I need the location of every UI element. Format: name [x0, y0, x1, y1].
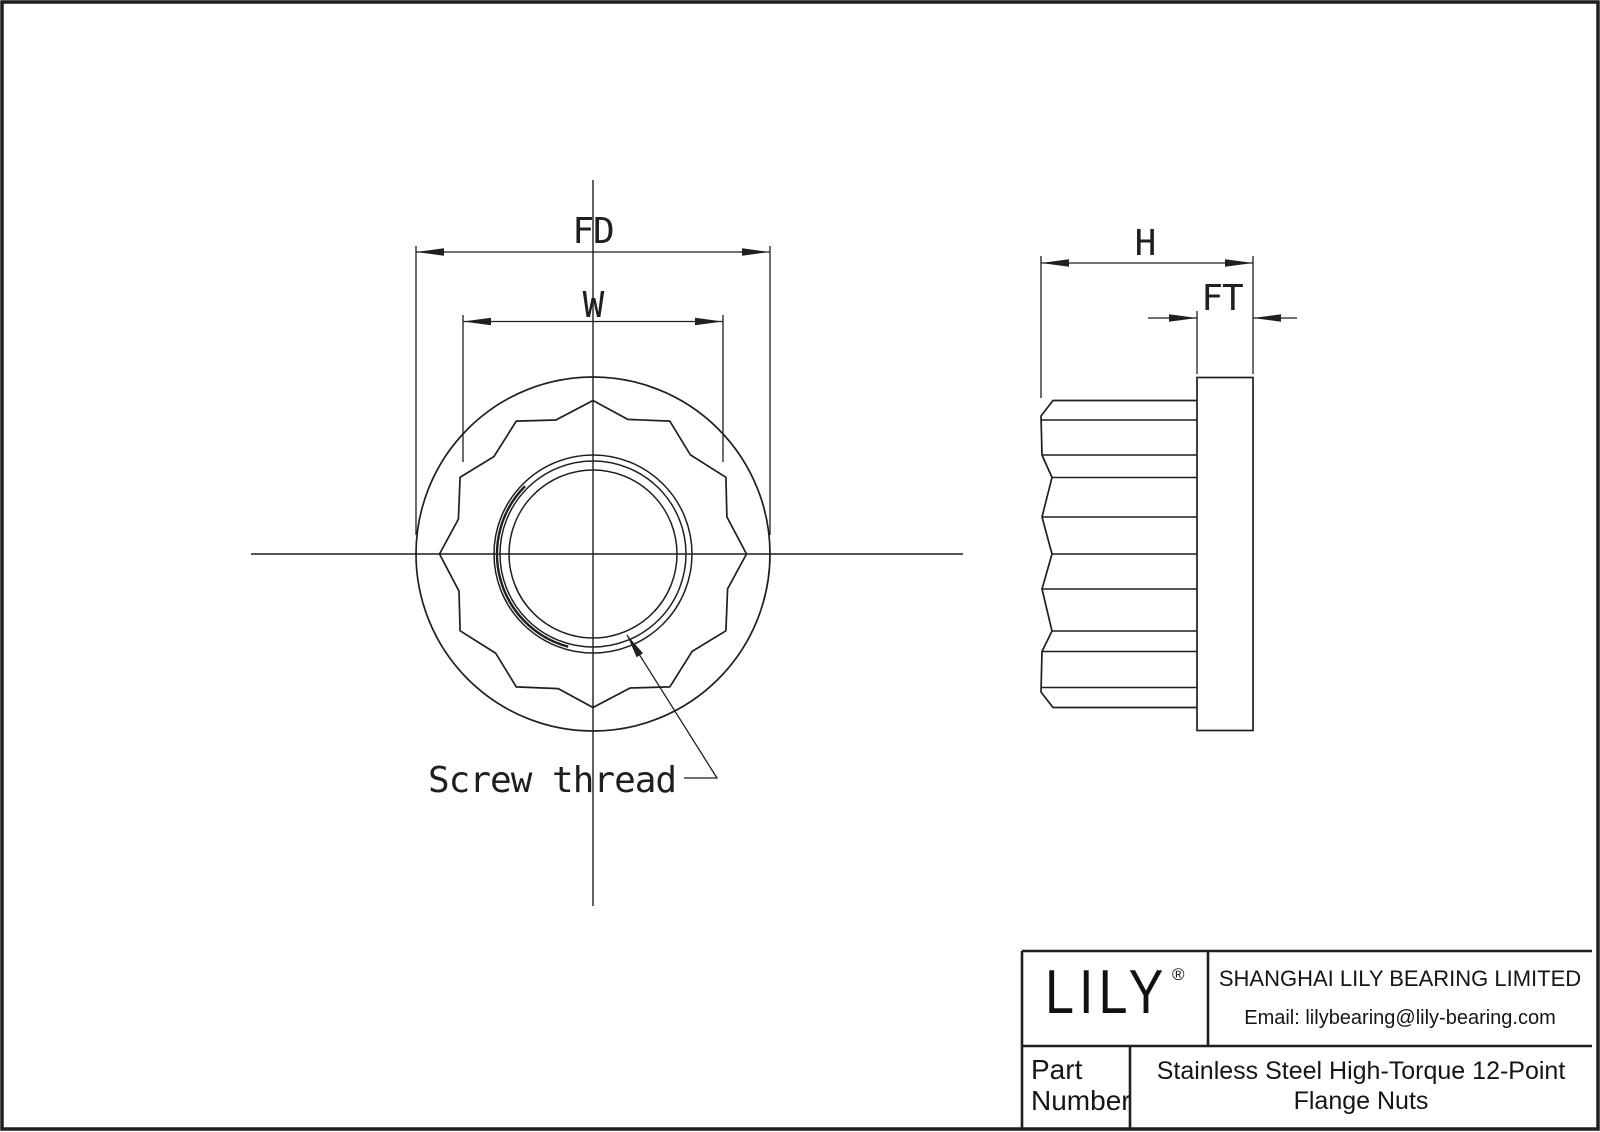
fd-dimension-label: FD	[572, 211, 614, 252]
h-arrow-left	[1041, 259, 1069, 267]
bore-circle	[508, 469, 678, 639]
company-email: Email: lilybearing@lily-bearing.com	[1244, 1007, 1556, 1029]
title-block-grid	[1020, 949, 1592, 1128]
fd-arrow-left	[416, 248, 444, 256]
part-description-line1: Stainless Steel High-Torque 12-Point	[1156, 1057, 1566, 1085]
registered-trademark-icon: ®	[1172, 965, 1185, 984]
thread-minor-circle	[499, 460, 687, 648]
h-arrow-right	[1225, 259, 1253, 267]
part-number-label-line1: Part	[1031, 1054, 1083, 1085]
part-description-line2: Flange Nuts	[1293, 1087, 1429, 1115]
twelve-point-profile	[438, 399, 748, 709]
fd-dimension	[415, 246, 771, 535]
h-dimension	[1040, 256, 1254, 398]
ft-arrow-left	[1169, 314, 1197, 322]
screw-thread-leader	[626, 634, 719, 779]
screw-thread-arrow	[627, 635, 643, 658]
w-arrow-right	[695, 317, 723, 326]
ft-arrow-right	[1253, 314, 1281, 322]
side-view	[1040, 256, 1297, 732]
w-arrow-left	[463, 317, 491, 326]
thread-runout-arc	[495, 485, 569, 648]
w-dimension	[462, 315, 724, 462]
lily-logo: LILY	[1045, 958, 1169, 1027]
fd-arrow-right	[742, 248, 770, 256]
front-view	[251, 180, 963, 906]
part-number-label: Part Number	[1031, 1054, 1131, 1116]
part-number-label-line2: Number	[1031, 1085, 1131, 1116]
company-name: SHANGHAI LILY BEARING LIMITED	[1218, 966, 1582, 991]
screw-thread-label: Screw thread	[428, 760, 677, 801]
flange-side-profile	[1196, 376, 1254, 732]
thread-major-circle	[493, 454, 693, 654]
flange-circle	[415, 376, 771, 732]
ft-dimension-label: FT	[1201, 278, 1243, 319]
w-dimension-label: W	[582, 285, 605, 326]
part-description: Stainless Steel High-Torque 12-Point Fla…	[1157, 1056, 1566, 1116]
h-dimension-label: H	[1134, 223, 1157, 264]
facet-lines	[1041, 419, 1197, 689]
